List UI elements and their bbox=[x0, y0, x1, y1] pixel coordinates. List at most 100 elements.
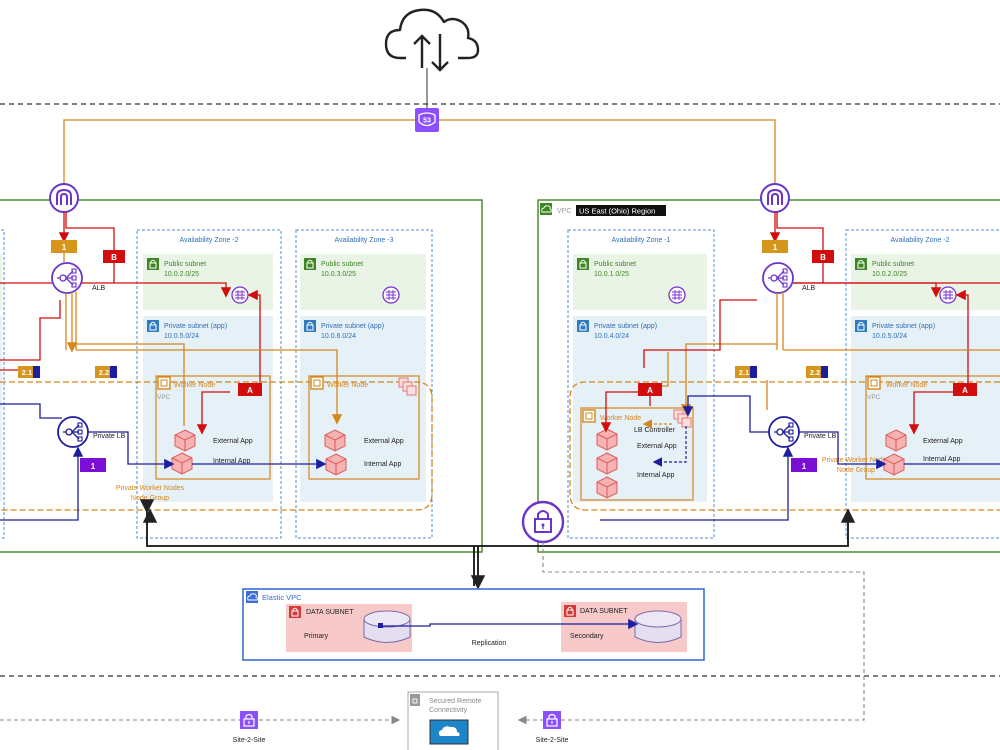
secured-remote-container bbox=[407, 691, 499, 750]
container-cube-icon bbox=[596, 476, 618, 499]
left-vpc-container bbox=[0, 199, 483, 553]
replication-label: Replication bbox=[472, 640, 507, 647]
svg-text:Worker Node: Worker Node bbox=[600, 415, 641, 422]
vpc-cloud-icon bbox=[540, 203, 552, 215]
right-worker-node-az1 bbox=[580, 407, 694, 501]
container-cube-icon bbox=[325, 453, 347, 476]
left-az3-title: Availability Zone -3 bbox=[334, 237, 393, 244]
svg-text:Primary: Primary bbox=[304, 633, 329, 640]
svg-text:10.0.4.0/24: 10.0.4.0/24 bbox=[594, 333, 629, 340]
svg-text:Worker Node: Worker Node bbox=[174, 382, 215, 389]
svg-text:Internal App: Internal App bbox=[364, 461, 401, 468]
svg-text:A: A bbox=[247, 386, 253, 395]
nat-icon bbox=[382, 286, 400, 304]
svg-text:Secondary: Secondary bbox=[570, 633, 604, 640]
left-public-subnet-2 bbox=[143, 254, 273, 310]
svg-text:2.2: 2.2 bbox=[99, 368, 109, 377]
svg-text:DATA SUBNET: DATA SUBNET bbox=[306, 609, 354, 616]
svg-text:Availability Zone -1: Availability Zone -1 bbox=[611, 237, 670, 244]
svg-text:10.0.2.0/25: 10.0.2.0/25 bbox=[164, 271, 199, 278]
svg-text:B: B bbox=[820, 253, 826, 262]
svg-text:Private subnet (app): Private subnet (app) bbox=[321, 323, 384, 330]
svg-text:Internal App: Internal App bbox=[637, 472, 674, 479]
container-cube-icon bbox=[596, 452, 618, 475]
elastic-vpc-container bbox=[242, 588, 705, 661]
svg-text:External App: External App bbox=[637, 443, 677, 450]
site-to-site-icon bbox=[542, 710, 562, 730]
container-cube-icon bbox=[885, 429, 907, 452]
svg-text:1: 1 bbox=[802, 462, 807, 471]
container-cube-icon bbox=[171, 452, 193, 475]
internet-gateway-icon bbox=[760, 183, 790, 213]
nat-icon bbox=[668, 286, 686, 304]
svg-text:DATA SUBNET: DATA SUBNET bbox=[580, 608, 628, 615]
svg-text:Private subnet (app): Private subnet (app) bbox=[164, 323, 227, 330]
badge-a bbox=[638, 383, 662, 396]
database-icon bbox=[363, 610, 411, 643]
badge-a bbox=[953, 383, 977, 396]
svg-text:Private LB: Private LB bbox=[93, 433, 126, 440]
badge-1 bbox=[51, 240, 77, 253]
container-cube-icon bbox=[883, 453, 905, 476]
svg-text:Public subnet: Public subnet bbox=[164, 261, 206, 268]
private-lb-icon bbox=[768, 416, 800, 448]
svg-text:1: 1 bbox=[91, 462, 96, 471]
badge-1-purple bbox=[791, 458, 817, 472]
svg-text:10.0.5.0/24: 10.0.5.0/24 bbox=[164, 333, 199, 340]
svg-text:Public subnet: Public subnet bbox=[872, 261, 914, 268]
svg-text:Node Group: Node Group bbox=[131, 495, 169, 502]
svg-text:10.0.2.0/25: 10.0.2.0/25 bbox=[872, 271, 907, 278]
svg-text:10.0.3.0/25: 10.0.3.0/25 bbox=[321, 271, 356, 278]
vpn-lock-icon bbox=[521, 500, 565, 544]
svg-text:1: 1 bbox=[62, 243, 67, 252]
remote-desktop-icon bbox=[429, 719, 469, 745]
replication-link bbox=[381, 618, 639, 630]
svg-text:Private subnet (app): Private subnet (app) bbox=[872, 323, 935, 330]
svg-text:Worker Node: Worker Node bbox=[327, 382, 368, 389]
svg-text:ALB: ALB bbox=[92, 285, 106, 292]
svg-text:Node Group: Node Group bbox=[837, 467, 875, 474]
region-label: US East (Ohio) Region bbox=[579, 207, 655, 216]
badge-b bbox=[103, 250, 125, 263]
site-to-site-icon bbox=[239, 710, 259, 730]
container-cube-icon bbox=[596, 428, 618, 451]
container-cube-icon bbox=[324, 429, 346, 452]
badge-a bbox=[238, 383, 262, 396]
right-public-subnet-2 bbox=[851, 254, 1000, 310]
remote-link-right bbox=[517, 542, 865, 725]
svg-text:External App: External App bbox=[213, 438, 253, 445]
container-cube-icon bbox=[174, 429, 196, 452]
route53-icon: 53 bbox=[415, 108, 439, 132]
svg-text:10.0.6.0/24: 10.0.6.0/24 bbox=[321, 333, 356, 340]
left-public-subnet-3 bbox=[300, 254, 426, 310]
svg-text:1: 1 bbox=[773, 243, 778, 252]
svg-text:Private LB: Private LB bbox=[804, 433, 837, 440]
badge-1-purple bbox=[80, 458, 106, 472]
route53-link-left bbox=[63, 119, 415, 184]
svg-text:B: B bbox=[111, 253, 117, 262]
right-az1-container bbox=[567, 229, 715, 539]
badge-b bbox=[812, 250, 834, 263]
right-az2-container bbox=[845, 229, 1000, 539]
svg-text:Worker Node: Worker Node bbox=[886, 382, 927, 389]
vpc-label: VPC bbox=[557, 208, 571, 215]
left-az2-title: Availability Zone -2 bbox=[179, 237, 238, 244]
left-private-subnet-2 bbox=[143, 316, 273, 502]
cloud-upload-download-icon bbox=[384, 8, 480, 72]
svg-text:External App: External App bbox=[923, 438, 963, 445]
badge-1 bbox=[762, 240, 788, 253]
svg-text:Availability Zone -2: Availability Zone -2 bbox=[890, 237, 949, 244]
svg-text:Internal App: Internal App bbox=[923, 456, 960, 463]
left-az3-container bbox=[295, 229, 433, 539]
right-worker-node-az2 bbox=[865, 375, 1000, 480]
svg-text:Public subnet: Public subnet bbox=[321, 261, 363, 268]
svg-text:Private Worker Nodes: Private Worker Nodes bbox=[822, 457, 891, 464]
svg-text:External App: External App bbox=[364, 438, 404, 445]
left-private-subnet-3 bbox=[300, 316, 426, 502]
svg-text:Site-2-Site: Site-2-Site bbox=[536, 737, 569, 744]
left-worker-node-az3 bbox=[308, 375, 420, 480]
svg-text:Private subnet (app): Private subnet (app) bbox=[594, 323, 657, 330]
database-icon bbox=[634, 610, 682, 643]
